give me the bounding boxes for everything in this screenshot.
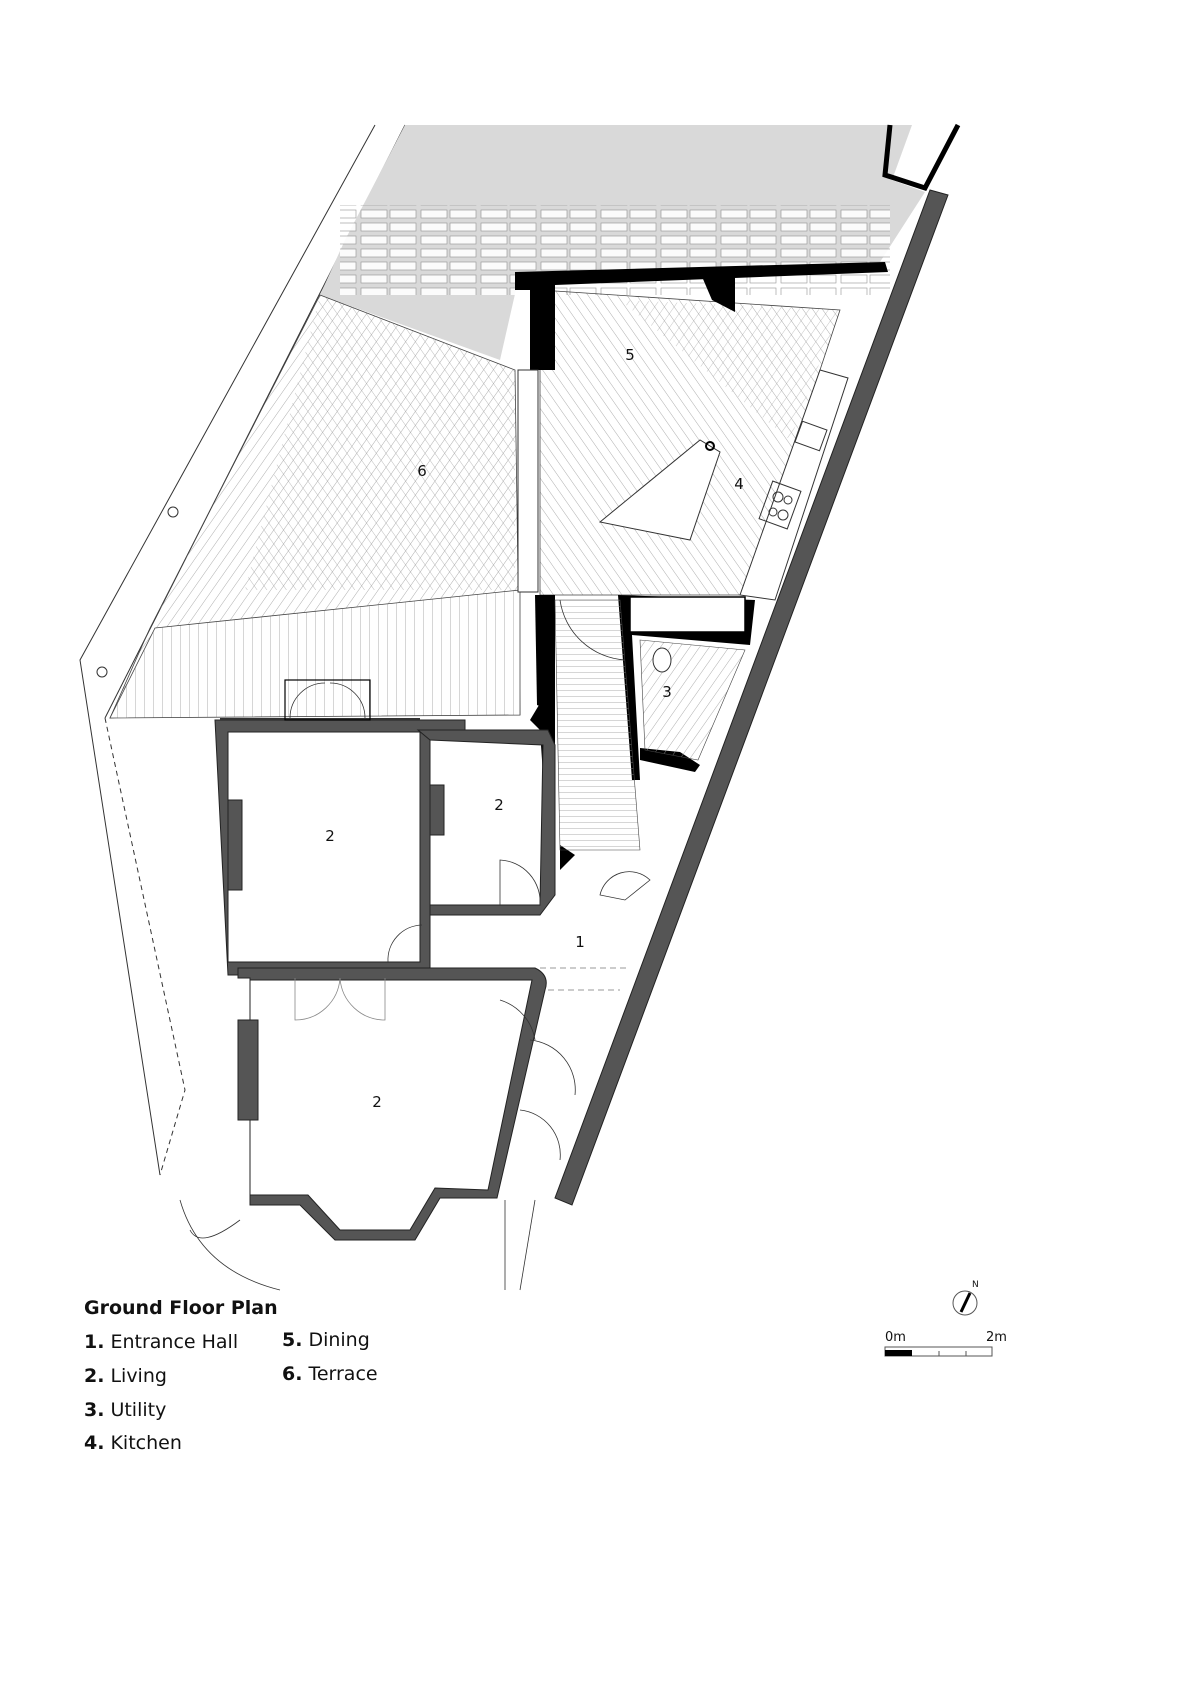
room-label-living: 2 (494, 796, 504, 814)
room-label-living: 2 (372, 1093, 382, 1111)
door-swing (387, 924, 423, 963)
terrace-boards (109, 589, 521, 719)
north-arrow-icon: N (952, 1280, 979, 1316)
room-label-kitchen: 4 (734, 475, 744, 493)
legend-item: 5.Dining (282, 1329, 370, 1351)
legend-item: 6.Terrace (282, 1363, 378, 1385)
room-label-living: 2 (325, 827, 335, 845)
legend-item: 1.Entrance Hall (84, 1331, 239, 1353)
tree-icon (96, 666, 108, 678)
scale-end-label: 2m (986, 1330, 1007, 1345)
stair (599, 871, 651, 901)
legend-item: 3.Utility (84, 1399, 167, 1421)
kitchen-island (598, 439, 721, 541)
plan-title: Ground Floor Plan (84, 1297, 278, 1319)
glazing-screen (517, 369, 539, 593)
scale-start-label: 0m (885, 1330, 906, 1345)
legend-item: 4.Kitchen (84, 1432, 182, 1454)
room-label-entrance-hall: 1 (575, 933, 585, 951)
door-swing (499, 859, 541, 906)
door-swing (559, 599, 626, 661)
svg-text:N: N (972, 1280, 979, 1290)
sink-icon (794, 420, 828, 452)
hall-floor (554, 599, 641, 851)
room-label-utility: 3 (662, 683, 672, 701)
hob-icon (758, 480, 802, 530)
room-label-dining: 5 (625, 346, 635, 364)
legend-item: 2.Living (84, 1365, 167, 1387)
room-label-terrace: 6 (417, 462, 427, 480)
terrace-railing (284, 679, 371, 721)
existing-walls (214, 719, 556, 1241)
bollard-icon (167, 506, 179, 518)
party-wall (554, 189, 949, 1206)
wc-icon (652, 647, 672, 673)
bench (629, 596, 746, 633)
scale-bar (884, 1346, 993, 1357)
